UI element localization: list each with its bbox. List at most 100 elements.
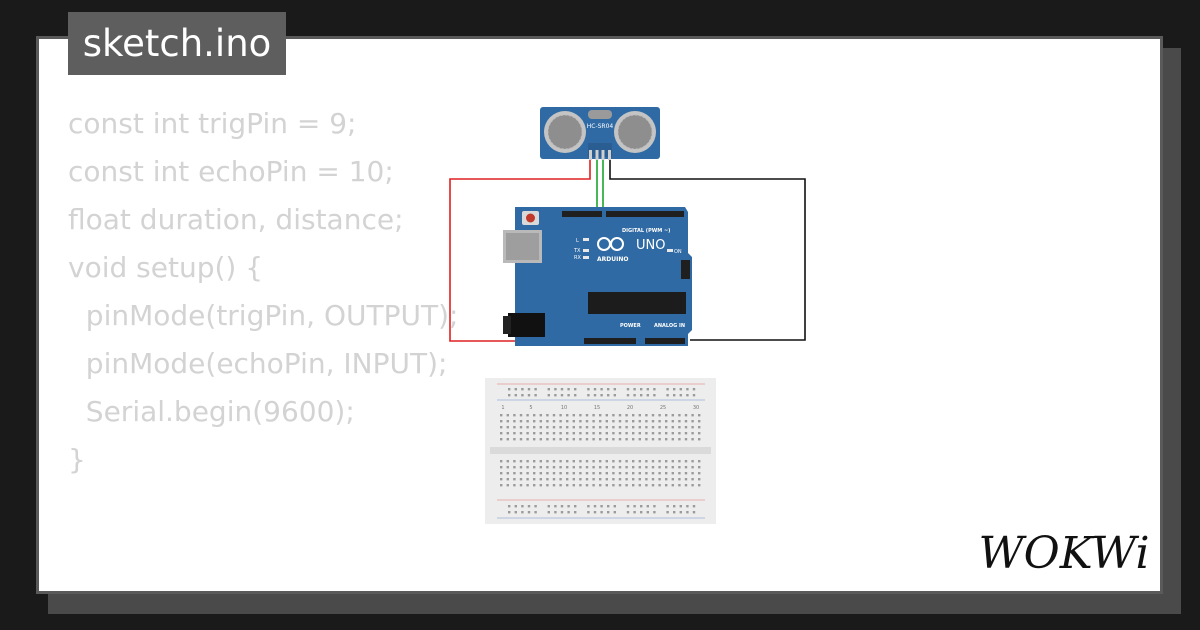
breadboard-hole bbox=[539, 420, 542, 423]
breadboard-hole bbox=[552, 478, 556, 481]
breadboard-hole bbox=[546, 414, 549, 417]
breadboard-hole bbox=[599, 466, 602, 469]
breadboard-rail-hole bbox=[686, 505, 689, 508]
bb-col-5: 5 bbox=[529, 405, 532, 411]
breadboard-rail-hole bbox=[587, 505, 590, 508]
breadboard-hole bbox=[632, 466, 635, 469]
file-tab[interactable]: sketch.ino bbox=[68, 12, 286, 75]
breadboard-hole bbox=[665, 460, 668, 463]
breadboard-hole bbox=[585, 420, 589, 423]
breadboard-hole bbox=[585, 432, 589, 435]
breadboard-hole bbox=[539, 438, 542, 441]
breadboard-hole bbox=[645, 484, 648, 487]
breadboard-hole bbox=[618, 460, 622, 463]
breadboard-hole bbox=[559, 484, 562, 487]
breadboard-hole bbox=[519, 460, 523, 463]
breadboard-hole bbox=[572, 426, 575, 429]
breadboard-hole bbox=[651, 420, 655, 423]
breadboard-rail-hole bbox=[607, 511, 610, 514]
breadboard-hole bbox=[533, 426, 536, 429]
breadboard-hole bbox=[539, 460, 542, 463]
breadboard-hole bbox=[513, 438, 516, 441]
breadboard-hole bbox=[638, 426, 641, 429]
bb-col-10: 10 bbox=[561, 405, 567, 411]
breadboard-hole bbox=[579, 466, 582, 469]
breadboard-rail-hole bbox=[574, 505, 577, 508]
breadboard-hole bbox=[592, 432, 595, 435]
breadboard-hole bbox=[513, 472, 516, 475]
breadboard-hole bbox=[698, 478, 701, 481]
breadboard-rail-hole bbox=[547, 388, 550, 391]
breadboard-hole bbox=[519, 426, 523, 429]
breadboard-hole bbox=[585, 438, 589, 441]
breadboard-hole bbox=[684, 472, 688, 475]
led-l-label: L bbox=[576, 238, 579, 244]
breadboard-hole bbox=[671, 478, 674, 481]
breadboard-hole bbox=[632, 420, 635, 423]
breadboard-hole bbox=[506, 466, 509, 469]
breadboard-hole bbox=[612, 472, 615, 475]
breadboard-hole bbox=[651, 484, 655, 487]
breadboard-rail-hole bbox=[554, 511, 557, 514]
breadboard-hole bbox=[625, 460, 628, 463]
breadboard-rail-hole bbox=[567, 388, 570, 391]
breadboard-hole bbox=[678, 466, 681, 469]
breadboard-hole bbox=[572, 438, 575, 441]
breadboard[interactable]: 1 5 10 15 20 25 30 bbox=[485, 378, 716, 524]
breadboard-hole bbox=[651, 472, 655, 475]
breadboard-hole bbox=[592, 484, 595, 487]
breadboard-hole bbox=[579, 426, 582, 429]
breadboard-rail-hole bbox=[626, 511, 630, 514]
breadboard-rail-hole bbox=[640, 511, 643, 514]
breadboard-hole bbox=[526, 472, 529, 475]
breadboard-hole bbox=[519, 414, 523, 417]
breadboard-rail-hole bbox=[613, 511, 616, 514]
breadboard-hole bbox=[671, 466, 674, 469]
breadboard-rail-hole bbox=[587, 394, 590, 397]
code-line: void setup() { bbox=[68, 251, 264, 284]
breadboard-hole bbox=[671, 426, 674, 429]
breadboard-hole bbox=[684, 420, 688, 423]
breadboard-hole bbox=[599, 414, 602, 417]
breadboard-rail-hole bbox=[646, 505, 649, 508]
breadboard-hole bbox=[632, 460, 635, 463]
breadboard-rail-hole bbox=[527, 511, 531, 514]
breadboard-rail-hole bbox=[653, 394, 656, 397]
breadboard-hole bbox=[599, 420, 602, 423]
breadboard-hole bbox=[651, 426, 655, 429]
breadboard-hole bbox=[546, 466, 549, 469]
breadboard-rail-hole bbox=[547, 394, 550, 397]
breadboard-hole bbox=[519, 432, 523, 435]
arduino-brand-label: ARDUINO bbox=[597, 256, 628, 263]
breadboard-rail-hole bbox=[613, 505, 616, 508]
breadboard-hole bbox=[665, 426, 668, 429]
breadboard-hole bbox=[552, 484, 556, 487]
ultrasonic-sensor[interactable]: HC-SR04 bbox=[540, 107, 660, 160]
breadboard-hole bbox=[665, 438, 668, 441]
breadboard-hole bbox=[559, 414, 562, 417]
breadboard-hole bbox=[651, 478, 655, 481]
breadboard-hole bbox=[684, 466, 688, 469]
breadboard-hole bbox=[698, 460, 701, 463]
breadboard-hole bbox=[645, 426, 648, 429]
code-editor[interactable]: const int trigPin = 9;const int echoPin … bbox=[68, 100, 458, 484]
breadboard-hole bbox=[546, 426, 549, 429]
breadboard-hole bbox=[618, 484, 622, 487]
breadboard-rail-hole bbox=[554, 505, 557, 508]
arduino-uno-board[interactable]: UNO ARDUINO DIGITAL (PWM ~) POWER ANALOG… bbox=[503, 207, 692, 346]
breadboard-hole bbox=[678, 426, 681, 429]
breadboard-hole bbox=[645, 420, 648, 423]
breadboard-hole bbox=[526, 420, 529, 423]
breadboard-hole bbox=[519, 472, 523, 475]
black-wire bbox=[609, 160, 806, 341]
breadboard-hole bbox=[605, 438, 608, 441]
breadboard-rail-hole bbox=[633, 505, 636, 508]
breadboard-hole bbox=[559, 466, 562, 469]
breadboard-hole bbox=[645, 478, 648, 481]
breadboard-hole bbox=[618, 472, 622, 475]
breadboard-hole bbox=[566, 472, 569, 475]
breadboard-rail-hole bbox=[521, 505, 524, 508]
breadboard-rail-hole bbox=[593, 388, 597, 391]
breadboard-rail-hole bbox=[607, 505, 610, 508]
breadboard-rail-hole bbox=[560, 511, 564, 514]
